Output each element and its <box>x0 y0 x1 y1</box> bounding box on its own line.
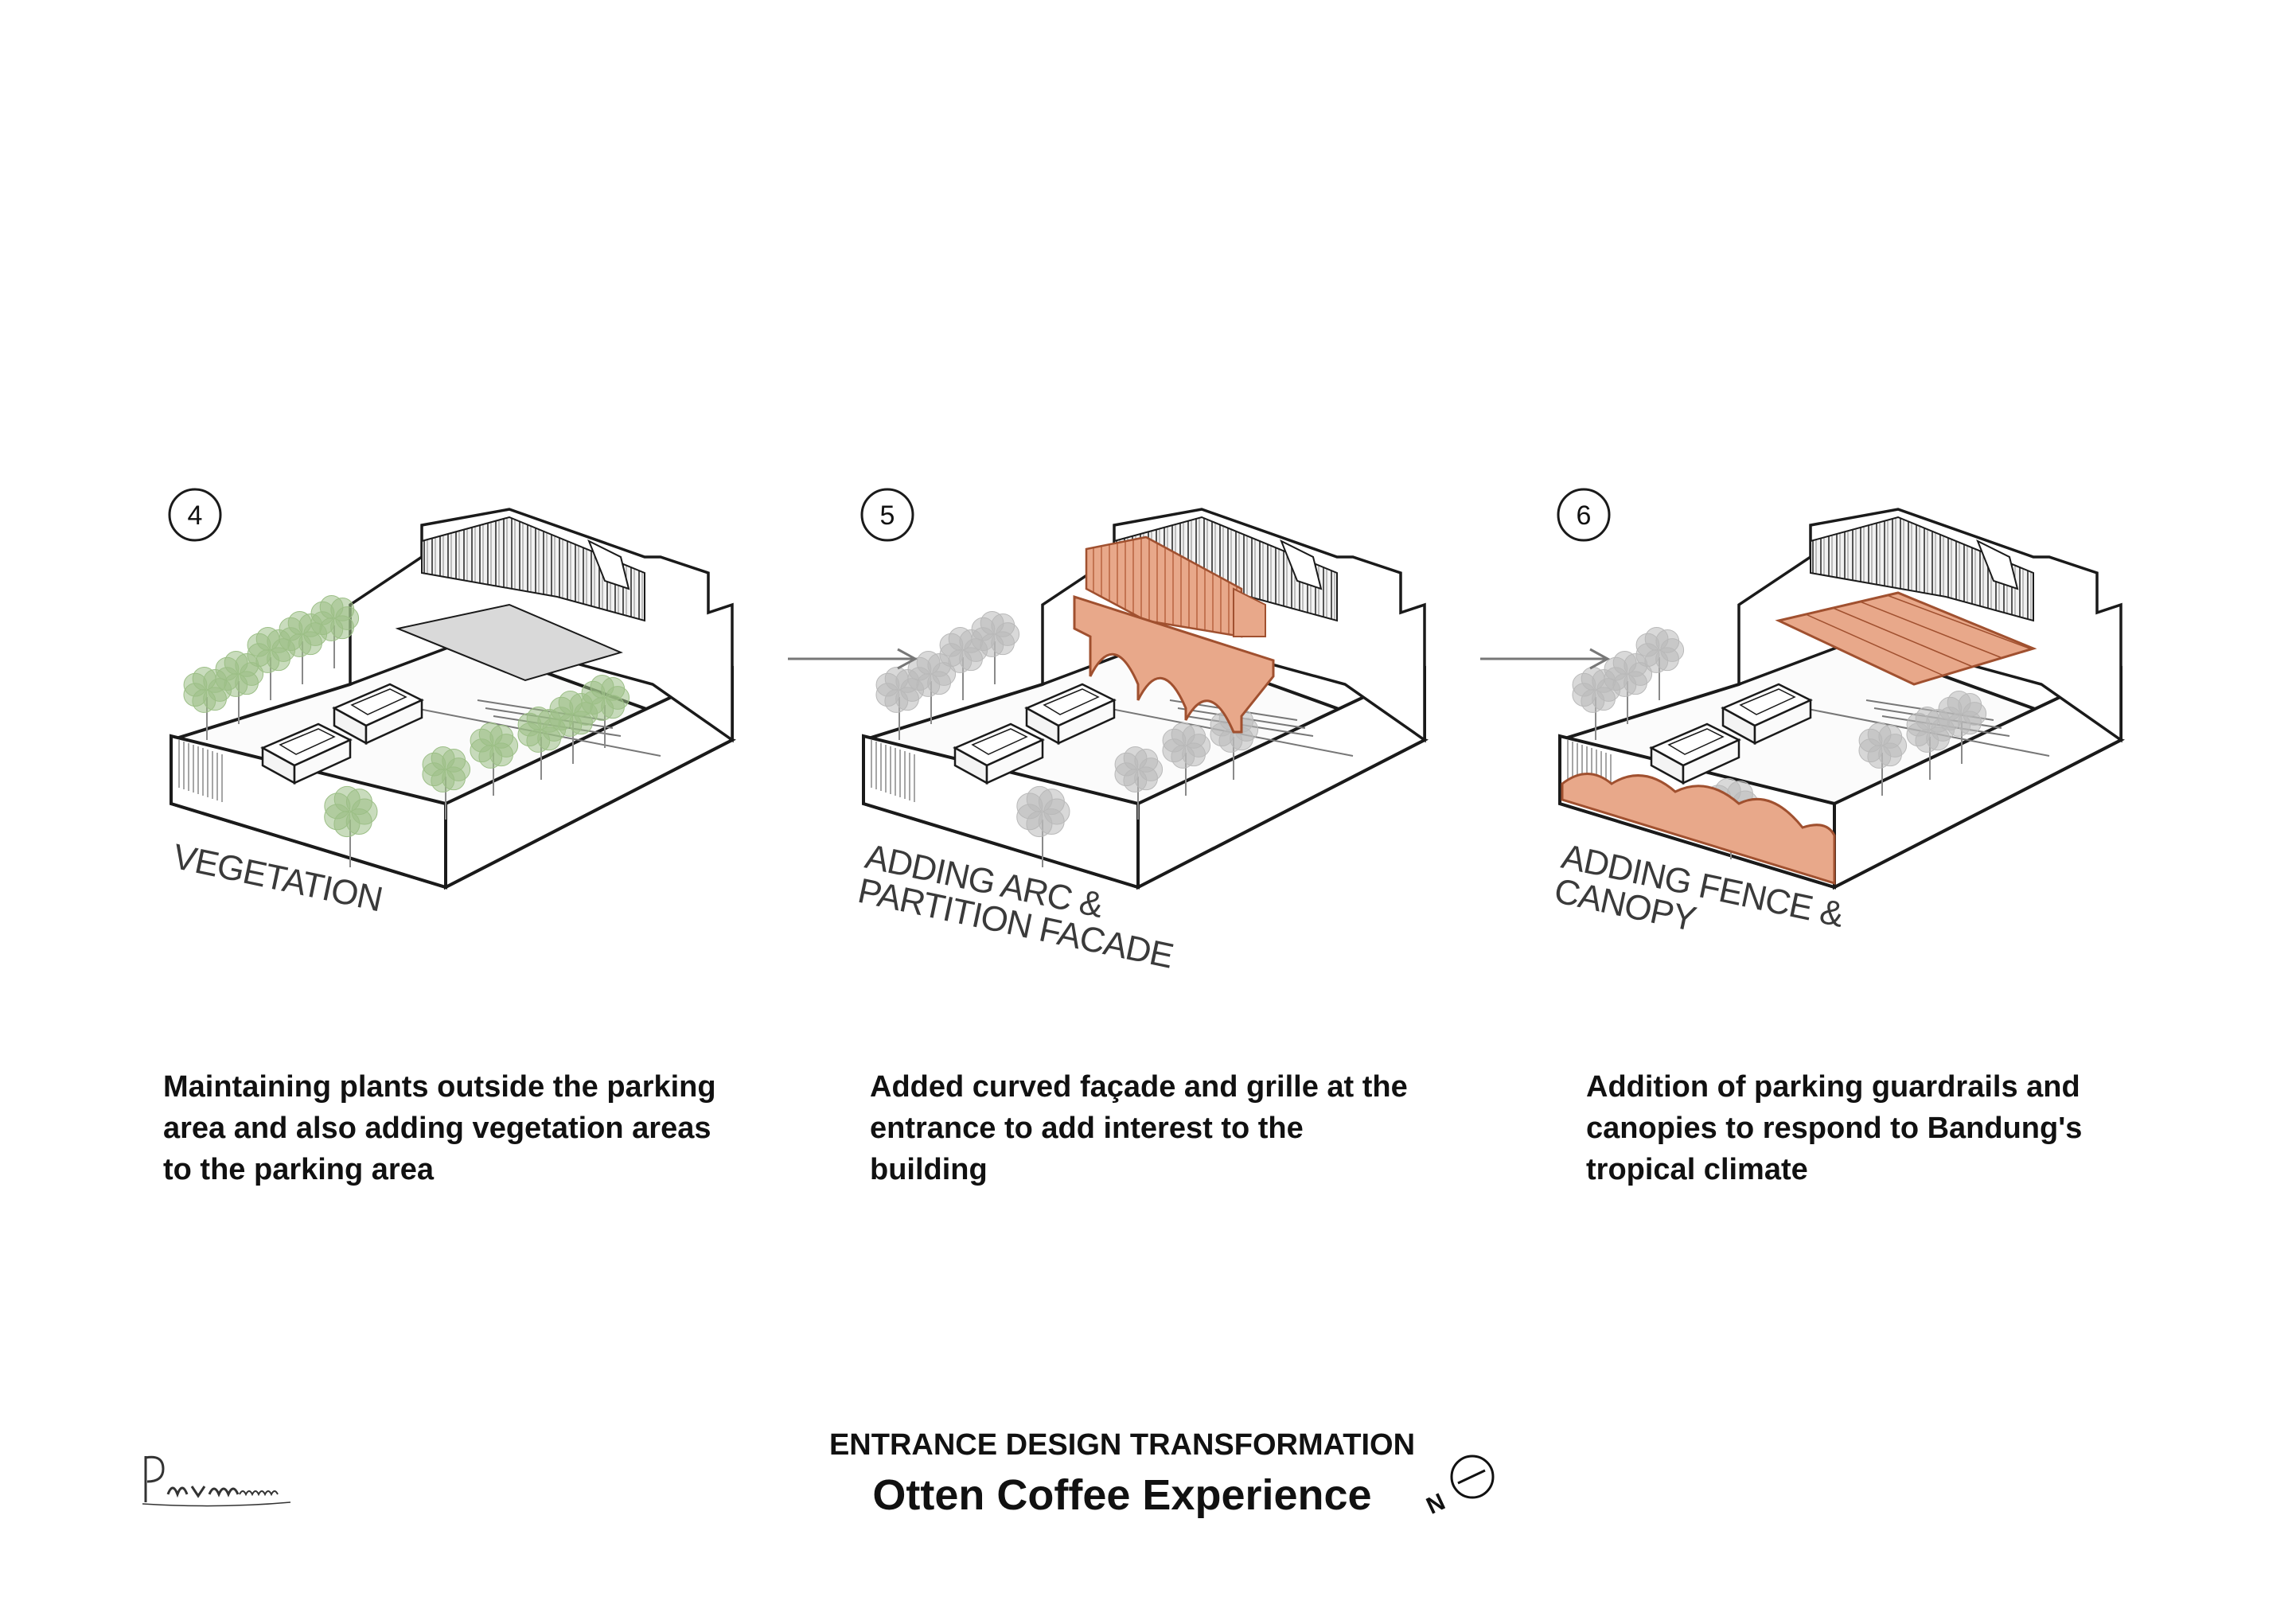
slatted-screen <box>1810 516 2034 622</box>
tree-icon <box>907 651 957 724</box>
car-icon <box>953 722 1045 785</box>
description-line: tropical climate <box>1586 1153 1808 1186</box>
description-line: Maintaining plants outside the parking <box>163 1070 716 1104</box>
step-number: 4 <box>188 500 203 531</box>
right-arrow-icon <box>788 648 918 670</box>
car-icon <box>332 683 424 746</box>
description-line: canopies to respond to Bandung's <box>1586 1112 2083 1145</box>
parking-fence <box>1561 773 1836 886</box>
car-icon <box>1649 722 1741 785</box>
tree-icon <box>1938 691 1987 764</box>
tree-icon <box>971 611 1020 684</box>
tree-icon <box>1162 722 1211 796</box>
description-line: Added curved façade and grille at the <box>870 1070 1408 1104</box>
description-line: area and also adding vegetation areas <box>163 1112 711 1145</box>
step-number: 6 <box>1577 500 1592 531</box>
panel-6-description: Addition of parking guardrails and canop… <box>1586 1066 2191 1190</box>
description-line: building <box>870 1153 988 1186</box>
roof-window <box>1976 539 2019 590</box>
tree-icon <box>1906 707 1955 780</box>
description-line: to the parking area <box>163 1153 434 1186</box>
description-line: Addition of parking guardrails and <box>1586 1070 2080 1104</box>
tree-icon <box>310 595 360 668</box>
tree-icon <box>247 627 296 700</box>
tree-icon <box>517 707 567 780</box>
car-icon <box>1024 683 1117 746</box>
car-icon <box>260 722 353 785</box>
step-number-circle <box>1557 488 1611 542</box>
tree-icon <box>1114 746 1164 820</box>
description-line: entrance to add interest to the <box>870 1112 1304 1145</box>
canopy-rib <box>1886 594 2033 650</box>
car-icon <box>1721 683 1813 746</box>
canopy-rib <box>1859 601 2003 659</box>
tree-icon <box>1016 785 1070 867</box>
panel-4-description: Maintaining plants outside the parking a… <box>163 1066 768 1190</box>
step-number-circle <box>860 488 914 542</box>
diagram-title: Otten Coffee Experience <box>872 1471 1372 1519</box>
tree-icon <box>470 722 519 796</box>
tree-icon <box>1572 667 1621 740</box>
arc-facade <box>1073 535 1275 734</box>
slatted-screen <box>421 516 645 622</box>
north-letter: N <box>1422 1489 1449 1518</box>
canopy-rib <box>1805 613 1944 676</box>
tree-icon <box>1635 627 1685 700</box>
tree-icon <box>1858 722 1908 796</box>
step-number-circle <box>168 488 222 542</box>
panel-5-description: Added curved façade and grille at the en… <box>870 1066 1475 1190</box>
canopy-rib <box>1832 607 1974 668</box>
roof-window <box>1280 539 1323 590</box>
right-arrow-icon <box>1480 648 1611 670</box>
step-number: 5 <box>880 500 895 531</box>
tree-icon <box>215 651 264 724</box>
diagram-subtitle: ENTRANCE DESIGN TRANSFORMATION <box>828 1428 1416 1462</box>
arc-wall <box>1073 594 1275 734</box>
tree-icon <box>324 785 378 867</box>
north-arrow-icon: N <box>1422 1455 1495 1518</box>
plan-studio-logo-icon <box>142 1455 291 1507</box>
canopy <box>395 603 623 682</box>
roof-window <box>587 539 630 590</box>
tree-icon <box>581 675 630 748</box>
tree-icon <box>422 746 471 820</box>
